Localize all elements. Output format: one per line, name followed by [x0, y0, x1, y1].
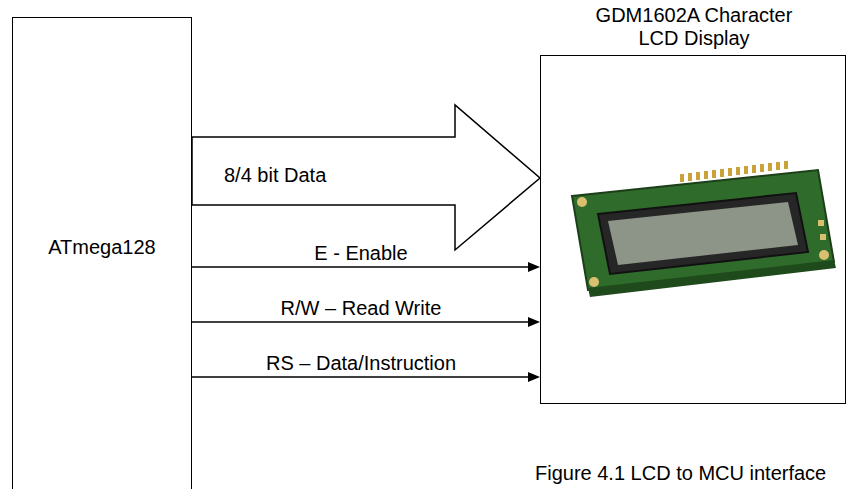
connector: [192, 105, 540, 250]
signal-label: RS – Data/Instruction: [266, 352, 456, 375]
figure-caption: Figure 4.1 LCD to MCU interface: [535, 462, 826, 485]
arrow-head: [528, 317, 540, 327]
signal-line: [192, 376, 528, 378]
chip-name: ATmega128: [13, 236, 191, 259]
signal-line: [192, 321, 528, 323]
signal-line: [192, 266, 528, 268]
lcd-module-picture: [572, 161, 836, 297]
signal-label: E - Enable: [314, 242, 407, 265]
lcd-box: GDM1602A Character LCD Display: [540, 55, 846, 404]
data-bus-arrow: [192, 105, 540, 250]
arrow-head: [528, 372, 540, 382]
signal-label: R/W – Read Write: [281, 297, 442, 320]
arrow-head: [528, 262, 540, 272]
mcu-box: ATmega128: [12, 17, 192, 489]
display-title: GDM1602A Character LCD Display: [574, 4, 814, 50]
signal-label: 8/4 bit Data: [224, 164, 326, 187]
